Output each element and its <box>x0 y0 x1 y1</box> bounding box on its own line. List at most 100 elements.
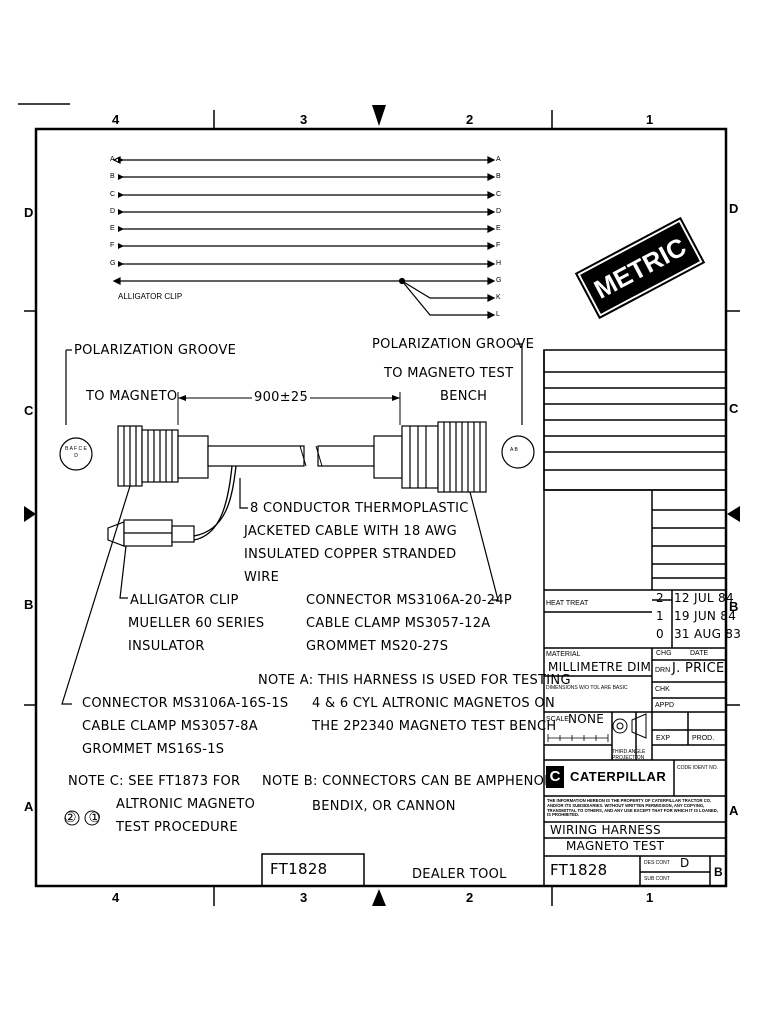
cable-spec-line2: JACKETED CABLE WITH 18 AWG <box>244 524 457 539</box>
wire-letter-left: E <box>110 225 115 232</box>
zone-bottom-1: 1 <box>646 890 654 905</box>
wire-letter-left: D <box>110 208 116 215</box>
wire-letter-left: G <box>110 260 116 267</box>
wire-letter-right: B <box>496 173 501 180</box>
zone-left-b: B <box>24 597 34 612</box>
zone-top-4: 4 <box>112 112 120 127</box>
change-number: 2 <box>656 591 664 605</box>
cable-spec-line3: INSULATED COPPER STRANDED <box>244 547 457 562</box>
connector-right-spec-line3: GROMMET MS20-27S <box>306 639 449 654</box>
center-mark-bottom <box>372 889 386 906</box>
to-bench-line1: TO MAGNETO TEST <box>384 366 514 381</box>
prod-label: PROD. <box>692 735 715 742</box>
zone-right-b: B <box>729 599 739 614</box>
heat-treat-label: HEAT TREAT <box>546 600 589 607</box>
zone-bottom-2: 2 <box>466 890 474 905</box>
connector-face-left <box>59 437 93 471</box>
note-c-marks: ② ① <box>64 809 105 825</box>
zone-bottom-4: 4 <box>112 890 120 905</box>
drawing-title-line2: MAGNETO TEST <box>566 839 665 853</box>
connector-left-spec-line2: CABLE CLAMP MS3057-8A <box>82 719 258 734</box>
connector-face-right <box>501 435 535 469</box>
dimensions-note: DIMENSIONS W/O TOL ARE BASIC <box>546 685 628 691</box>
center-mark-top <box>372 105 386 126</box>
change-date: 31 AUG 83 <box>674 627 742 641</box>
drawing-number: FT1828 <box>550 861 608 879</box>
exp-label: EXP <box>656 735 671 742</box>
cable-spec-line1: 8 CONDUCTOR THERMOPLASTIC <box>250 501 469 516</box>
alligator-clip-wire-label: ALLIGATOR CLIP <box>118 292 183 301</box>
chk-label: CHK <box>655 686 670 693</box>
sub-cont-label: SUB CONT <box>644 876 670 882</box>
wire-letter-left: A <box>110 156 115 163</box>
code-ident-label: CODE IDENT NO. <box>677 765 719 771</box>
connector-pins-left: B A F C E D <box>65 446 87 459</box>
dealer-tool-label: DEALER TOOL <box>412 867 507 882</box>
drawing-title-line1: WIRING HARNESS <box>550 823 661 837</box>
appd-label: APPD <box>655 702 675 709</box>
change-date: 19 JUN 84 <box>674 609 737 623</box>
zone-right-a: A <box>729 803 739 818</box>
connector-left-spec-line3: GROMMET MS16S-1S <box>82 742 225 757</box>
zone-right-d: D <box>729 201 739 216</box>
des-cont-value: D <box>680 856 690 870</box>
alligator-clip-line1: ALLIGATOR CLIP <box>130 593 239 608</box>
wire-letter-right: A <box>496 156 501 163</box>
caterpillar-logo-icon: C <box>546 766 564 788</box>
wire-letter-left: F <box>110 242 115 249</box>
zone-top-2: 2 <box>466 112 474 127</box>
des-cont-label: DES CONT <box>644 860 670 866</box>
wire-letter-left: B <box>110 173 115 180</box>
wire-letter-right: G <box>496 277 502 284</box>
wire-letter-right: D <box>496 208 502 215</box>
material-label: MATERIAL <box>546 651 581 658</box>
company-name: CATERPILLAR <box>570 769 667 784</box>
scale-ruler <box>547 734 609 742</box>
connector-pins-right: A B <box>510 447 518 453</box>
connector-left-spec-line1: CONNECTOR MS3106A-16S-1S <box>82 696 289 711</box>
projection-symbol <box>612 713 647 739</box>
ft-box-number: FT1828 <box>270 860 328 878</box>
note-c-line3: TEST PROCEDURE <box>116 820 238 835</box>
zone-right-c: C <box>729 401 739 416</box>
wire-letter-left: C <box>110 191 116 198</box>
wire-letter-right: L <box>496 311 500 318</box>
wire-letter-right: F <box>496 242 501 249</box>
note-b-line2: BENDIX, OR CANNON <box>312 799 456 814</box>
change-number: 1 <box>656 609 664 623</box>
alligator-clip <box>107 519 195 547</box>
alligator-clip-line3: INSULATOR <box>128 639 205 654</box>
wire-letter-right: K <box>496 294 501 301</box>
material-value: MILLIMETRE DIM <box>548 660 652 674</box>
cable-spec-line4: WIRE <box>244 570 280 585</box>
note-b-line1: NOTE B: CONNECTORS CAN BE AMPHENOL <box>262 774 552 789</box>
zone-top-1: 1 <box>646 112 654 127</box>
scale-value: NONE <box>568 712 605 726</box>
chg-label: CHG <box>656 650 672 657</box>
alligator-clip-line2: MUELLER 60 SERIES <box>128 616 265 631</box>
scale-label: SCALE <box>546 716 569 723</box>
center-mark-left <box>24 506 36 522</box>
polarization-groove-left: POLARIZATION GROOVE <box>74 343 237 358</box>
center-mark-right <box>727 506 740 522</box>
wire-letter-right: C <box>496 191 502 198</box>
note-c-line2: ALTRONIC MAGNETO <box>116 797 256 812</box>
sheet-size: B <box>714 865 723 879</box>
change-number: 0 <box>656 627 664 641</box>
drn-label: DRN <box>655 667 671 674</box>
to-magneto-label: TO MAGNETO <box>86 389 178 404</box>
note-a-line3: THE 2P2340 MAGNETO TEST BENCH <box>312 719 557 734</box>
wire-letter-right: H <box>496 260 502 267</box>
note-a-line2: 4 & 6 CYL ALTRONIC MAGNETOS ON <box>312 696 555 711</box>
zone-left-d: D <box>24 205 34 220</box>
connector-body-left <box>117 425 209 487</box>
zone-left-c: C <box>24 403 34 418</box>
projection-label: THIRD ANGLE PROJECTION <box>612 749 646 761</box>
length-dimension: 900±25 <box>252 390 311 405</box>
connector-right-spec-line1: CONNECTOR MS3106A-20-24P <box>306 593 513 608</box>
date-label: DATE <box>690 650 709 657</box>
connector-body-right <box>373 421 487 493</box>
wire-lines <box>112 156 496 319</box>
drawing-border <box>34 127 728 888</box>
